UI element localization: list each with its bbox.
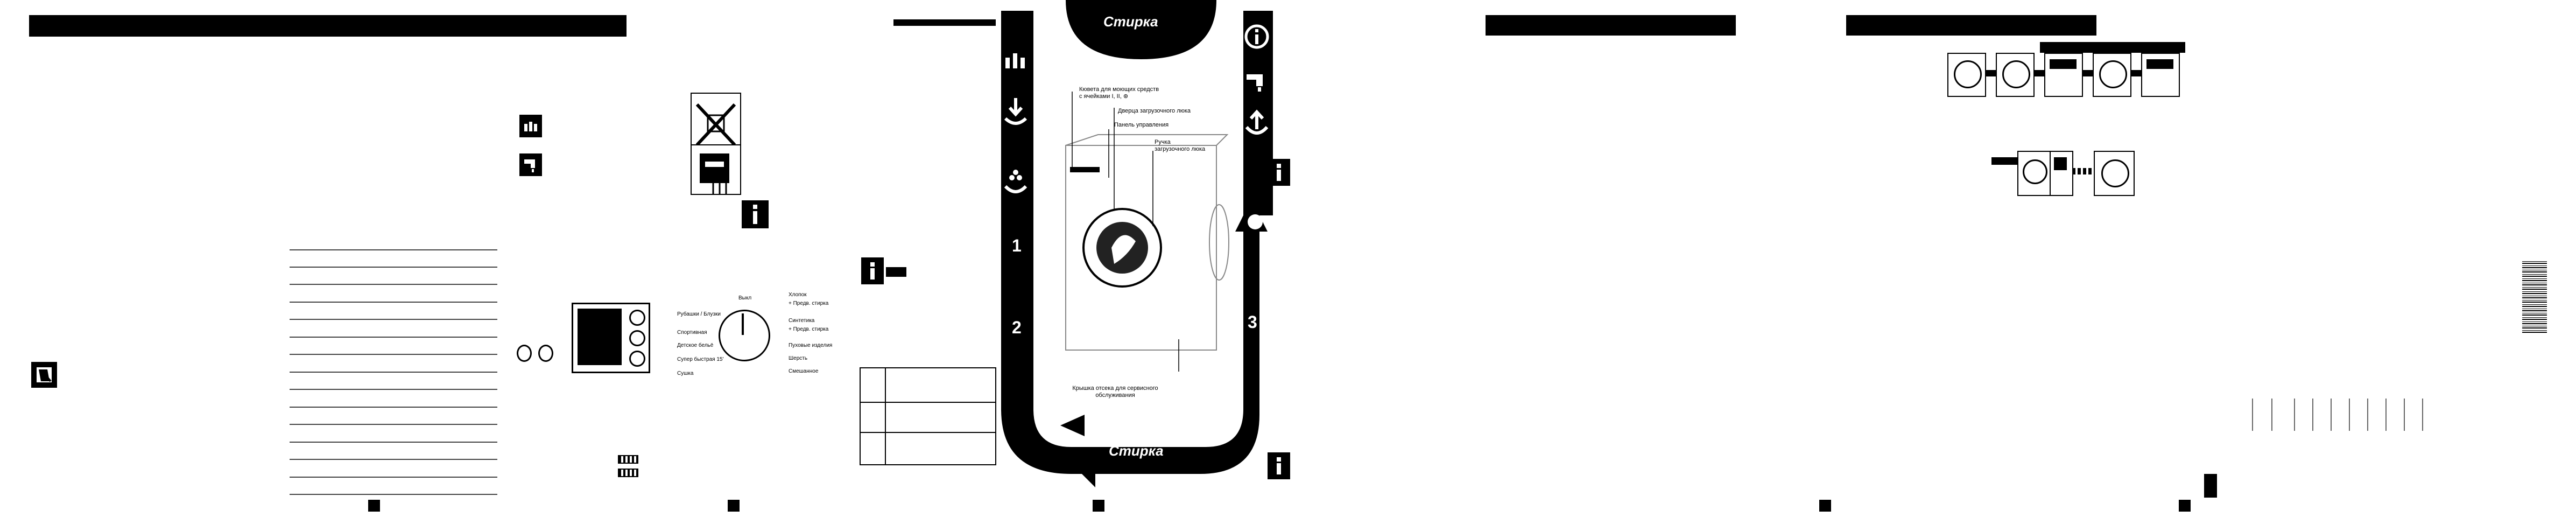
dial-label: Пуховые изделия [789, 343, 833, 348]
callout-service: Крышка отсека для сервисного обслуживани… [1072, 385, 1158, 399]
tap-icon [1244, 70, 1269, 96]
callout-detergent: Кювета для моющих средств с ячейками I, … [1079, 86, 1159, 100]
page-marker-2 [728, 500, 740, 512]
page-marker-4 [1819, 500, 1831, 512]
dial-label: Спортивная [677, 330, 707, 336]
book-icon [31, 362, 57, 388]
detergent-icon [1002, 167, 1029, 202]
header-bar-5 [1846, 15, 2096, 36]
dial-label: Детское бельё [677, 343, 714, 348]
illustration-sorting [691, 93, 741, 154]
page-marker-5 [2179, 500, 2191, 512]
sort-laundry-icon [1002, 51, 1029, 75]
corner-logo-mark [2204, 474, 2217, 498]
header-bar-3 [893, 19, 996, 26]
info-tag [886, 267, 906, 277]
header-bar-1 [29, 15, 627, 37]
washing-machine-illustration [1065, 92, 1229, 372]
dial-label: + Предв. стирка [789, 326, 829, 332]
info-icon [861, 257, 884, 284]
callout-panel: Панель управления [1114, 122, 1169, 128]
program-table [860, 367, 996, 465]
info-icon [742, 200, 769, 228]
page-marker-1 [368, 500, 380, 512]
bottom-banner-title: Стирка [1109, 443, 1164, 459]
load-laundry-icon [1002, 97, 1029, 132]
unload-icon [1244, 108, 1269, 143]
dial-label: Сушка [677, 371, 694, 376]
step-2: 2 [1012, 318, 1022, 337]
callout-handle: Ручка загрузочного люка [1155, 139, 1206, 152]
tap-icon [519, 153, 542, 176]
dot-marker [1248, 214, 1263, 229]
info-icon [1244, 22, 1269, 54]
info-icon [1268, 159, 1290, 186]
dial-label: Смешанное [789, 368, 819, 374]
dial-off-label: Выкл [738, 295, 752, 301]
knob-small-right [538, 345, 553, 362]
knob-small-left [517, 345, 532, 362]
barcode [2522, 260, 2547, 333]
step-3: 3 [1248, 312, 1257, 332]
display-panel [572, 303, 650, 373]
info-icon [1268, 452, 1290, 479]
legend-swatch-1 [618, 455, 638, 464]
dial-label: Хлопок [789, 292, 807, 298]
dial-label: Супер быстрая 15' [677, 357, 724, 362]
illustration-pockets [691, 144, 741, 199]
legend-swatch-2 [618, 469, 638, 477]
top-banner-title: Стирка [1103, 13, 1158, 30]
callout-door: Дверца загрузочного люка [1118, 108, 1191, 114]
dial-label: Шерсть [789, 355, 808, 361]
header-bar-4 [1486, 15, 1736, 36]
page-marker-3 [1093, 500, 1104, 512]
dial-label: Синтетика [789, 318, 815, 324]
dial-label: Рубашки / Блузки [677, 311, 721, 317]
dial-label: + Предв. стирка [789, 301, 829, 306]
sort-laundry-icon [519, 115, 542, 137]
step-1: 1 [1012, 236, 1022, 255]
